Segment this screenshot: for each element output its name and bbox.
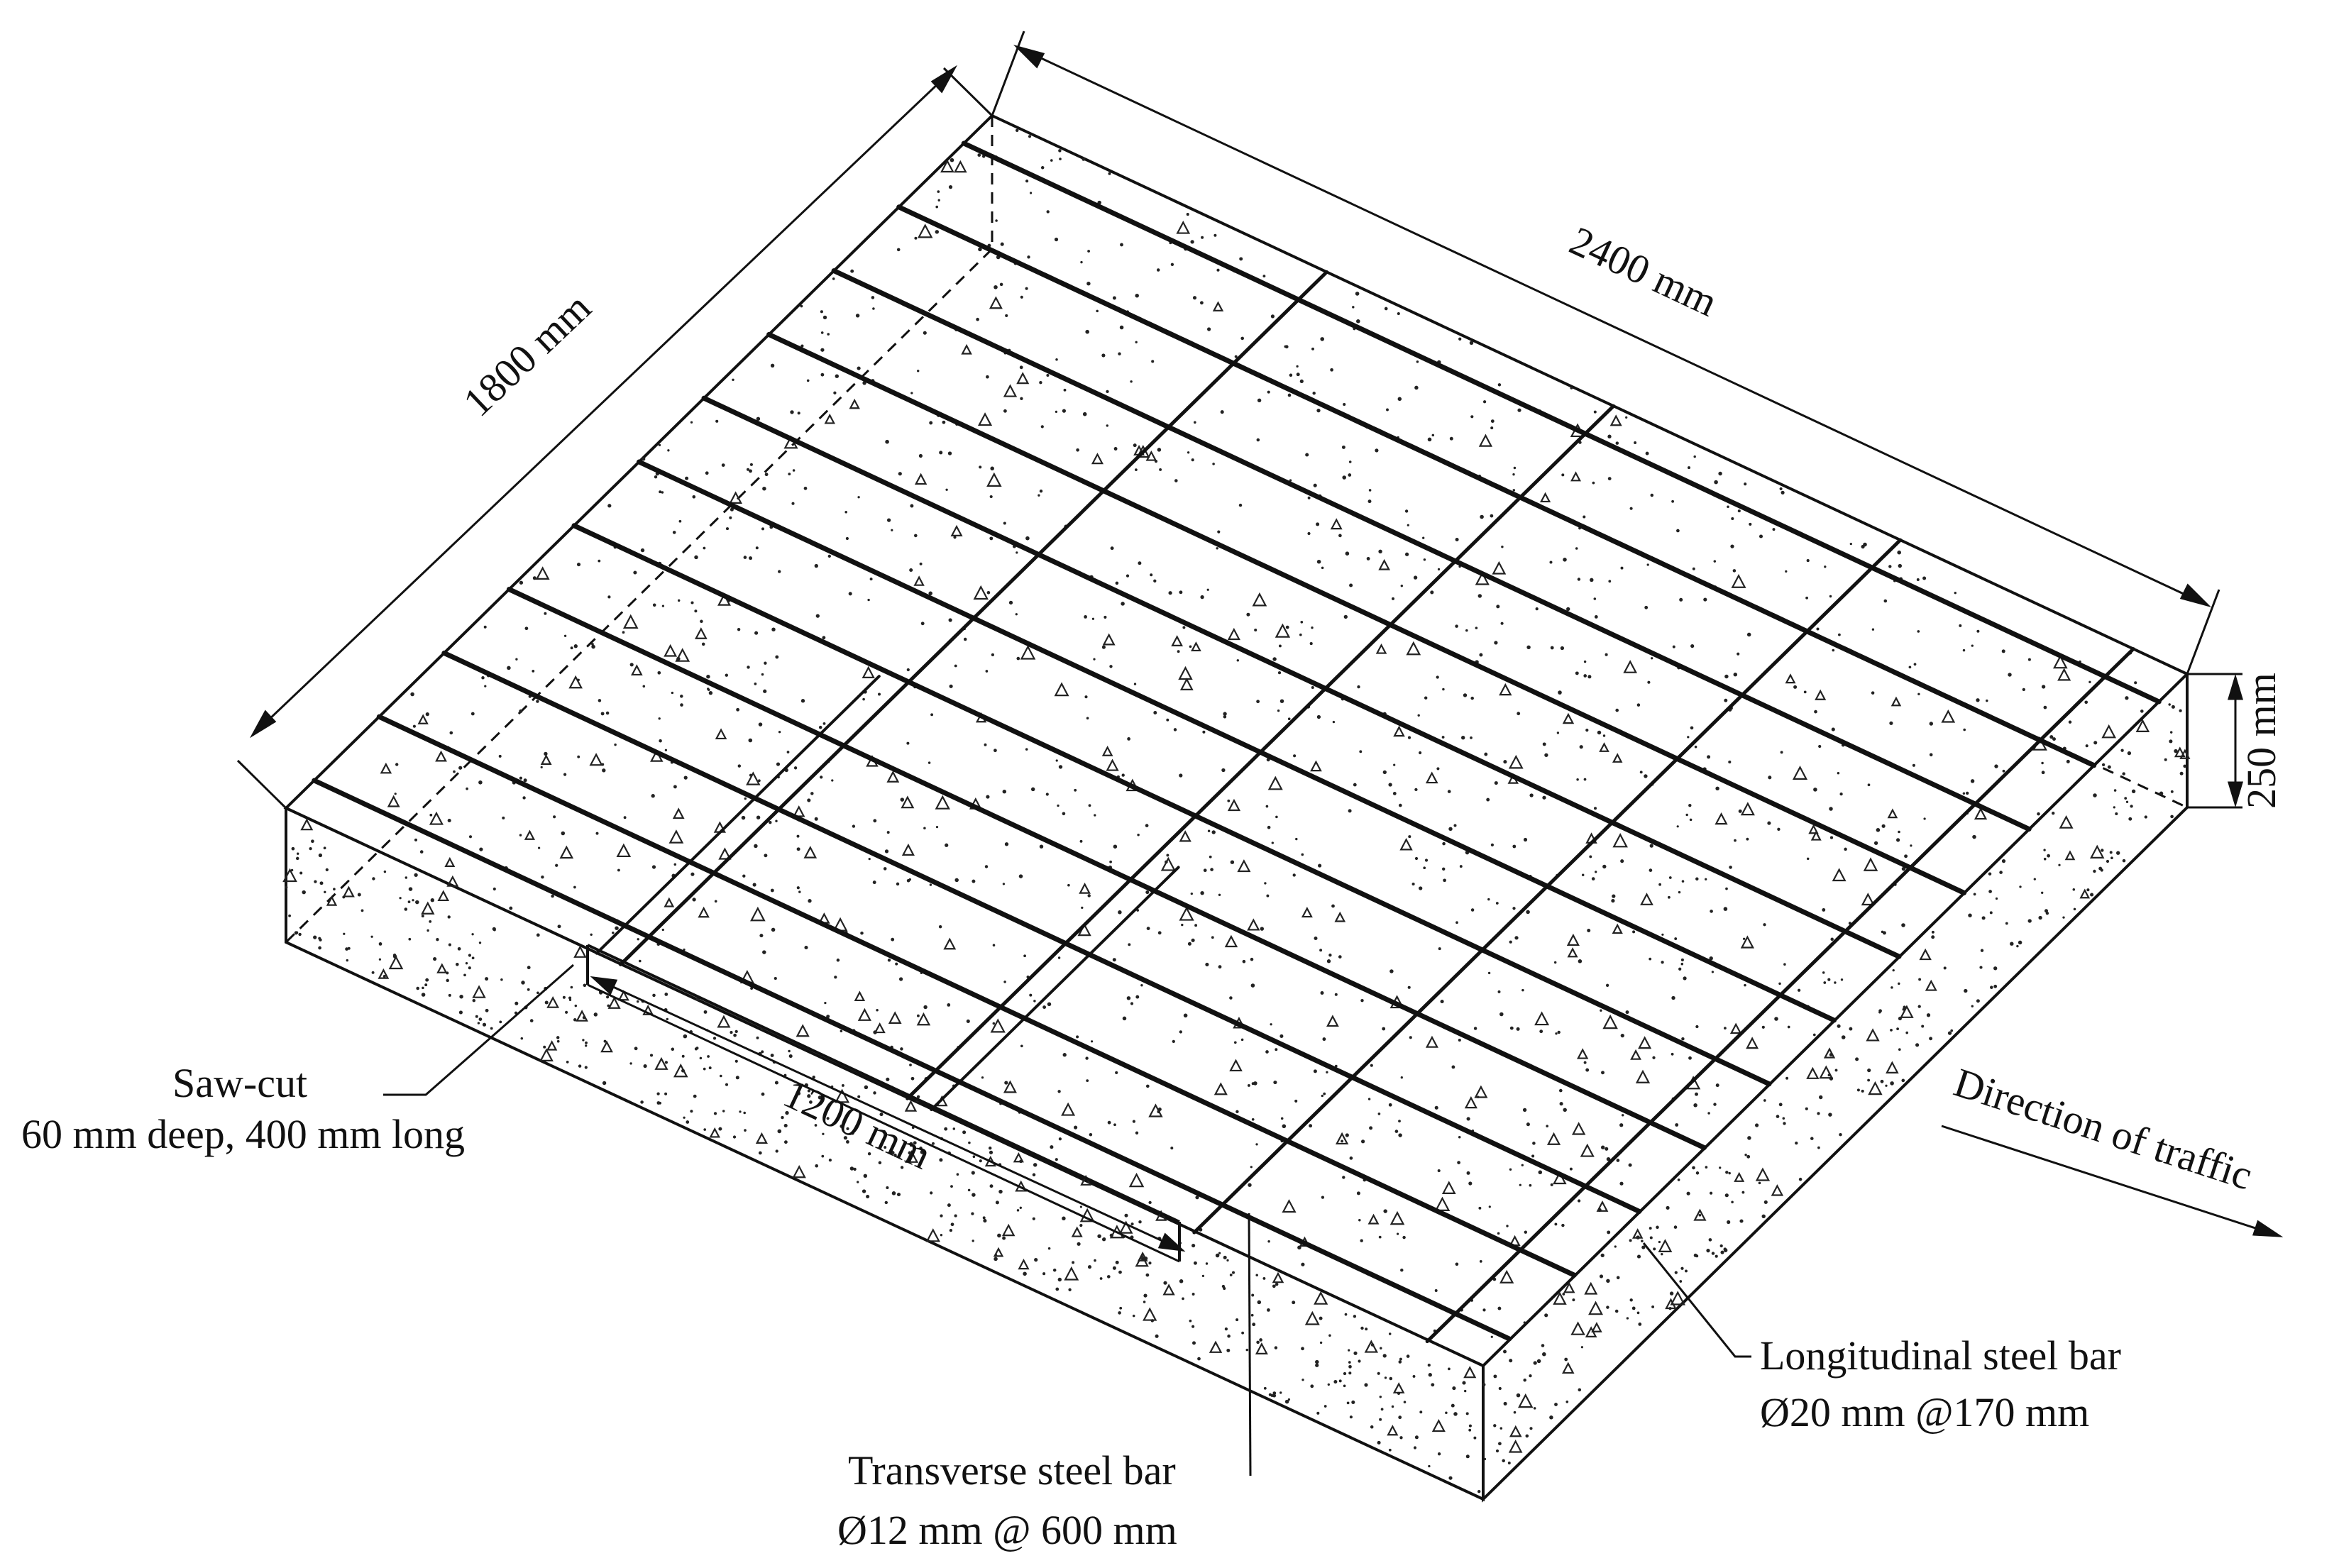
transverse-bar-detail: Ø12 mm @ 600 mm: [837, 1507, 1177, 1553]
dimension-bar-length: [590, 976, 1186, 1252]
longitudinal-bar: [506, 587, 1707, 1151]
longitudinal-bar: [571, 523, 1772, 1087]
saw-cut-leader: [383, 964, 574, 1096]
longitudinal-bars: [312, 140, 2162, 1342]
longitudinal-bar: [637, 459, 1837, 1023]
saw-cut: [586, 944, 1181, 1263]
traffic-arrow: [1941, 1125, 2284, 1237]
longitudinal-bar: [312, 778, 1512, 1342]
leader-lines: [383, 964, 1751, 1476]
longitudinal-bar-detail: Ø20 mm @170 mm: [1760, 1389, 2089, 1435]
dimension-width: [236, 65, 994, 810]
length-dimension-label: 2400 mm: [1563, 217, 1724, 325]
longitudinal-bar: [766, 331, 1967, 895]
transverse-bar: [906, 404, 1616, 1100]
transverse-bar-title: Transverse steel bar: [848, 1447, 1176, 1494]
transverse-bar: [619, 270, 1328, 966]
longitudinal-bar: [441, 650, 1642, 1214]
transverse-bar: [595, 675, 881, 955]
longitudinal-leader: [1642, 1242, 1751, 1358]
longitudinal-bar: [376, 714, 1577, 1278]
longitudinal-bar-title: Longitudinal steel bar: [1760, 1332, 2121, 1379]
transverse-bar: [1192, 538, 1903, 1235]
dimension-length: [991, 31, 2220, 675]
transverse-leader: [1248, 1213, 1252, 1476]
concrete-aggregate-texture: [282, 128, 2191, 1494]
longitudinal-bar: [896, 204, 2097, 768]
saw-cut-title: Saw-cut: [172, 1060, 307, 1106]
longitudinal-bar: [831, 268, 2032, 832]
longitudinal-bar: [701, 395, 1902, 959]
saw-cut-detail: 60 mm deep, 400 mm long: [21, 1111, 465, 1157]
longitudinal-bar: [961, 140, 2162, 705]
transverse-bar: [930, 866, 1180, 1111]
thickness-dimension-label: 250 mm: [2238, 673, 2284, 809]
dimension-thickness: [2187, 673, 2244, 809]
width-dimension-label: 1800 mm: [454, 284, 600, 425]
transverse-bars: [595, 270, 2135, 1344]
transverse-bar: [1425, 647, 2135, 1344]
